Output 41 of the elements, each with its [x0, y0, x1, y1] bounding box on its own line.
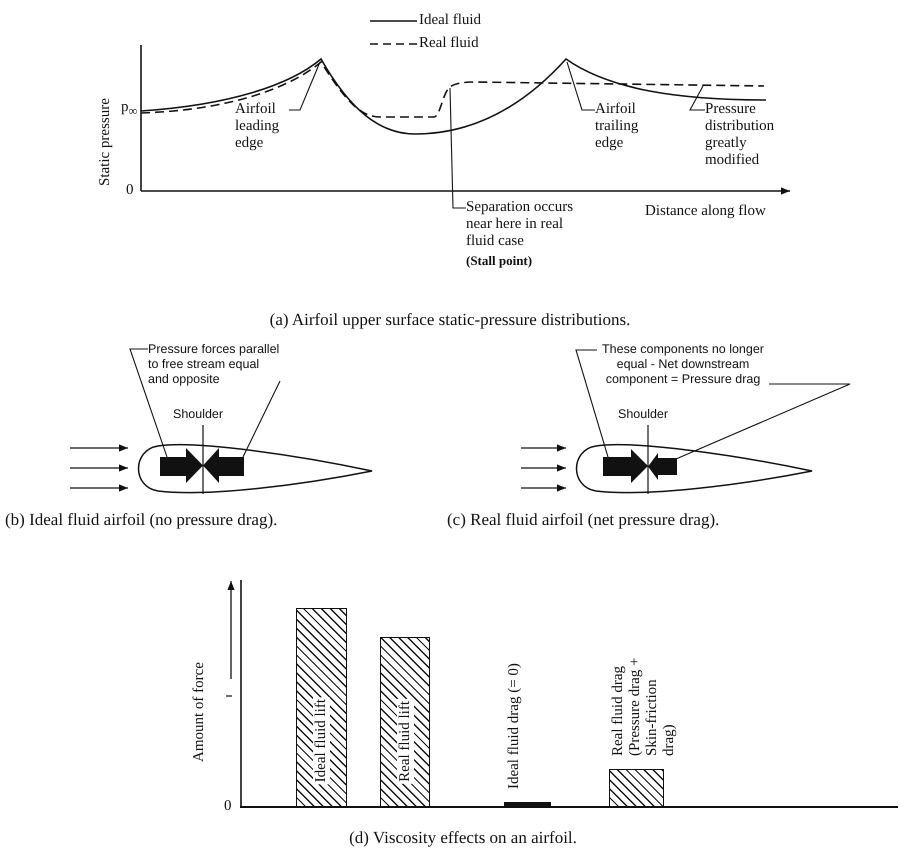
callout-text: Pressure forces parallel to free stream equal and opposite — [148, 342, 280, 387]
figure-caption: (a) Airfoil upper surface static-pressure distributions. — [270, 310, 630, 330]
callout-text: Pressure distribution greatly modified — [705, 101, 776, 169]
part-label: Shoulder — [173, 407, 224, 422]
legend-label: Real fluid — [419, 35, 479, 52]
callout-text: Separation occurs near here in real fluid case — [466, 199, 574, 250]
callout-text: (Stall point) — [466, 252, 534, 269]
legend-label: Ideal fluid — [419, 12, 482, 29]
force-arrow — [648, 453, 677, 480]
bar-label: Real fluid lift — [396, 699, 414, 784]
hatched-bar — [609, 769, 664, 807]
leader-line — [566, 62, 595, 111]
callout-text: Airfoil trailing edge — [595, 101, 640, 152]
hatched-bar — [380, 637, 430, 807]
axis-label: 0 — [224, 798, 232, 815]
leader-line — [242, 380, 280, 458]
leader-line — [129, 348, 168, 458]
bar-label: Real fluid drag (Pressure drag + Skin-friction drag) — [610, 656, 678, 756]
callout-text: These components no longer equal - Net downstream component = Pressure drag — [601, 342, 765, 387]
figure-caption: (c) Real fluid airfoil (net pressure drag). — [447, 510, 720, 530]
leader-line — [449, 88, 466, 209]
force-arrow — [203, 448, 244, 483]
figure-caption: (b) Ideal fluid airfoil (no pressure drag). — [5, 510, 278, 530]
figure-caption: (d) Viscosity effects on an airfoil. — [349, 828, 577, 848]
leader-line — [575, 349, 609, 458]
leader-line — [289, 62, 320, 111]
callout-text: Airfoil leading edge — [235, 101, 280, 152]
axis-label: p$_{∞}$ — [121, 99, 138, 120]
axis-title: Amount of force — [191, 661, 208, 762]
axis-title: Static pressure — [97, 97, 114, 186]
bar-label: Ideal fluid lift — [313, 696, 330, 784]
leader-line — [676, 383, 851, 460]
axis-label: 0 — [126, 182, 134, 199]
axis-title: Distance along flow — [645, 203, 766, 220]
part-label: Shoulder — [618, 407, 668, 422]
force-arrow — [160, 448, 203, 483]
bar — [504, 802, 551, 807]
force-arrow — [603, 449, 648, 483]
bar-label: Ideal fluid drag (= 0) — [506, 662, 523, 791]
hatched-bar — [296, 608, 347, 807]
leader-line — [689, 86, 705, 111]
